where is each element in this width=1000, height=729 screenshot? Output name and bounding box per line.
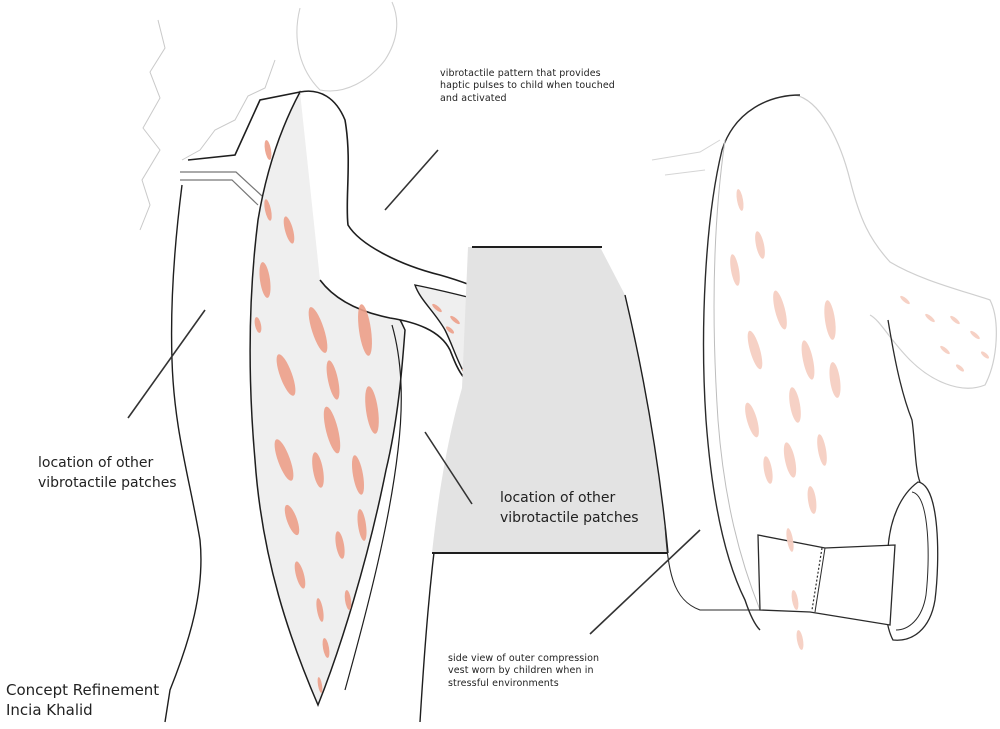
patches-left-label: location of other vibrotactile patches [38,453,177,494]
hair-outline [140,20,165,230]
pattern-dash [806,486,818,515]
right-arm-outline [795,95,996,388]
pattern-dash [735,189,745,212]
pattern-dash [822,299,837,340]
pattern-dash [828,361,843,398]
credit-author: Incia Khalid [6,700,93,721]
pattern-dash [728,254,741,287]
pattern-dash [781,441,798,478]
pattern-dash [955,363,965,372]
credit-title: Concept Refinement [6,680,159,701]
right-strap-band [758,535,895,625]
pattern-dash [787,386,803,423]
pattern-dash [899,295,911,306]
pattern-dash [924,313,936,324]
pattern-dash [939,345,951,356]
pattern-dash [745,329,766,370]
right-vest-inner [714,140,760,610]
pattern-dash [980,350,990,359]
pattern-dash [263,140,272,161]
leader-patches-left [128,310,205,418]
pattern-dash [795,630,804,651]
right-body-outline [665,525,760,610]
pattern-dash [799,339,817,380]
right-strap-loop-inner [896,492,928,630]
hair-outline-inner [182,60,275,160]
side-view-note: side view of outer compression vest worn… [448,653,599,690]
right-vest-back [888,320,920,482]
pattern-dash [742,401,762,438]
collar-band-2 [180,180,258,205]
pattern-dash [815,434,828,467]
right-hair-outline [652,140,720,175]
pattern-note: vibrotactile pattern that provides hapti… [440,68,615,105]
pattern-dash [969,330,981,341]
pattern-dash [770,289,789,330]
pattern-dash [753,230,767,259]
pattern-dash [949,315,961,326]
patches-center-label: location of other vibrotactile patches [500,488,639,529]
collar-band [180,172,262,196]
pattern-dash [762,456,775,485]
leader-pattern [385,150,438,210]
head-outline [297,2,397,91]
